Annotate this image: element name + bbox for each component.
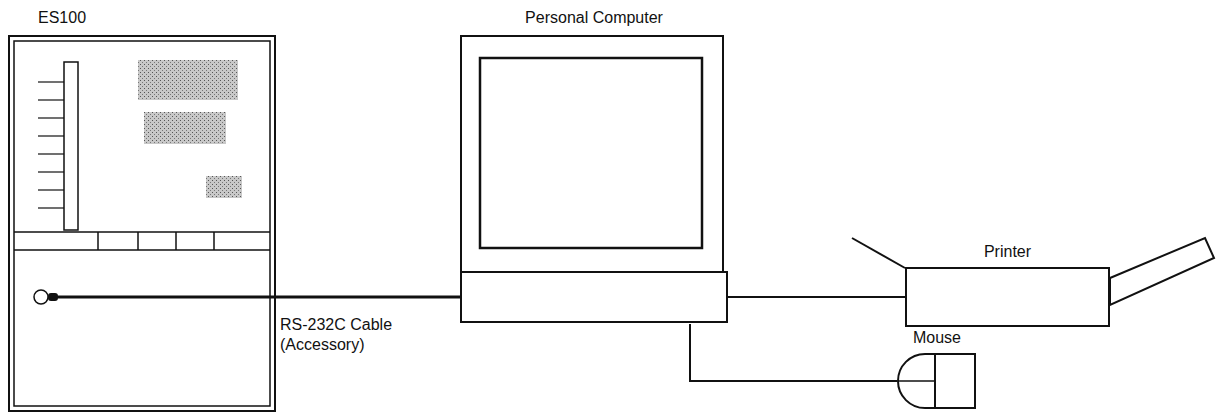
device-illustration — [460, 4, 728, 324]
device-name: Mouse — [913, 328, 961, 348]
cable-label: RS-232C Cable (Accessory) — [278, 315, 412, 355]
device-name: Personal Computer — [525, 8, 663, 28]
device-name: Printer — [984, 242, 1031, 262]
connection-line — [728, 296, 905, 298]
cable — [276, 296, 460, 299]
mouse: Mouse — [895, 324, 979, 412]
printer: Printer — [905, 238, 1110, 328]
device-unit: ES100 — [8, 4, 276, 413]
device-name: ES100 — [38, 8, 86, 28]
connection-line — [690, 324, 897, 381]
computer: Personal Computer — [460, 4, 728, 324]
device-illustration — [8, 4, 276, 413]
